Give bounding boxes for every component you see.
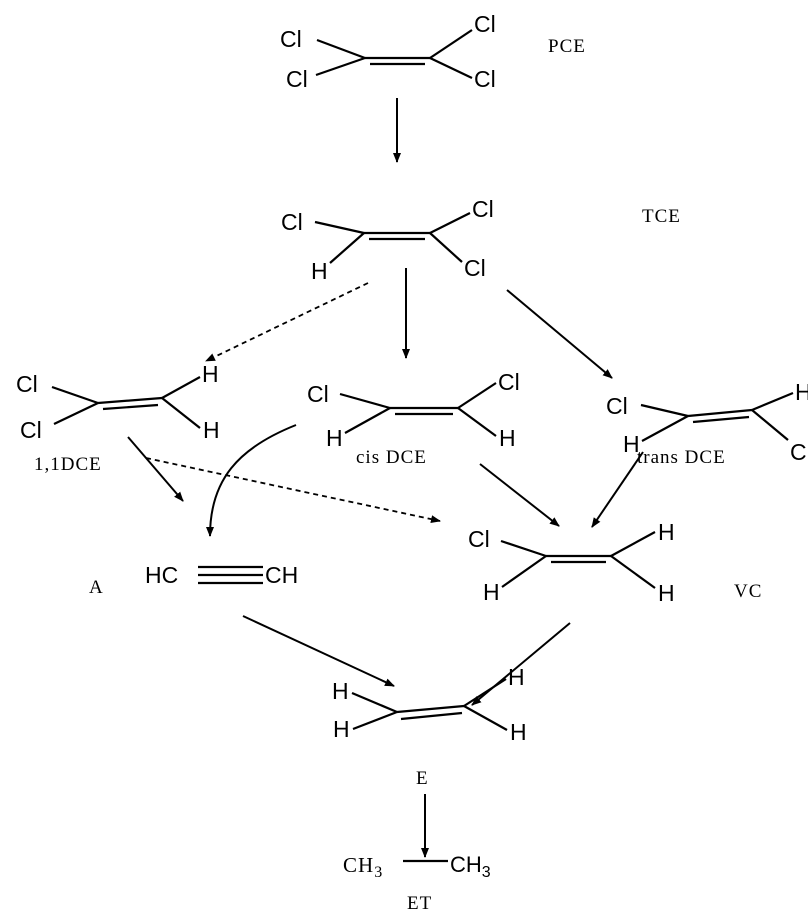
vc-label: VC [734, 581, 762, 602]
cis-dce-atom-cl-left: Cl [307, 381, 329, 407]
ethane-label: ET [407, 893, 432, 913]
ethene-double-bond [400, 711, 463, 721]
acetylene-molecule: HC CH A [89, 562, 298, 598]
vc-atom-h-bottom-right: H [658, 580, 675, 606]
dce11-atom-h-bottom: H [203, 417, 220, 443]
pce-bond [429, 29, 473, 59]
ethene-atom-h-top-left: H [332, 678, 349, 704]
cis-dce-label: cis DCE [356, 447, 427, 468]
trans-dce-molecule: Cl H H C trans DCE [606, 379, 808, 468]
ethene-bond [463, 678, 507, 707]
tce-molecule: Cl H Cl Cl TCE [281, 196, 681, 284]
dce11-double-bond [97, 396, 163, 405]
trans-dce-double-bond [692, 415, 750, 424]
dce11-atom-cl-bottom: Cl [20, 417, 42, 443]
cis-dce-molecule: Cl H Cl H cis DCE [307, 369, 520, 468]
ethane-left-subscript: 3 [374, 864, 383, 881]
tce-atom-h-left: H [311, 258, 328, 284]
vc-bond [610, 555, 656, 589]
vc-atom-cl: Cl [468, 526, 490, 552]
cis-dce-atom-h-right: H [499, 425, 516, 451]
cis-dce-atom-cl-right: Cl [498, 369, 520, 395]
pce-molecule: Cl Cl Cl Cl PCE [280, 11, 586, 92]
arrow-acetylene-to-ethene [242, 615, 395, 687]
cis-dce-atom-h-left: H [326, 425, 343, 451]
dce11-bond [51, 385, 99, 405]
arrow-tce-to-trans-dce [506, 289, 613, 379]
vc-molecule: Cl H H H VC [468, 519, 762, 606]
ethene-bond [351, 691, 398, 714]
ethene-atom-h-bottom-right: H [510, 719, 527, 745]
ethene-bond [463, 705, 508, 731]
trans-dce-bond [751, 391, 794, 412]
dce11-label: 1,1DCE [34, 454, 102, 475]
vc-atom-h-top-right: H [658, 519, 675, 545]
acetylene-label: A [89, 577, 104, 598]
dce11-molecule: Cl Cl H H 1,1DCE [16, 361, 220, 475]
ethane-left-ch: CH [343, 853, 374, 877]
dce11-atom-h-top: H [202, 361, 219, 387]
pce-bond [315, 56, 366, 77]
trans-dce-label: trans DCE [637, 447, 726, 468]
ethane-left-group: CH3 [343, 853, 383, 881]
cis-dce-bond [457, 407, 497, 437]
pce-bond [429, 57, 473, 79]
trans-dce-bond [751, 409, 789, 441]
pce-atom-cl-top-right: Cl [474, 11, 496, 37]
cis-dce-bond [344, 407, 391, 434]
ethene-label: E [416, 768, 429, 789]
pce-atom-cl-bottom-left: Cl [286, 66, 308, 92]
tce-bond [429, 212, 471, 234]
ethane-right-subscript: 3 [482, 864, 491, 881]
tce-atom-cl-left: Cl [281, 209, 303, 235]
vc-atom-h-left: H [483, 579, 500, 605]
tce-atom-cl-top-right: Cl [472, 196, 494, 222]
arrow-11dce-to-acetylene [127, 436, 184, 502]
dce11-bond [53, 402, 99, 425]
acetylene-formula-left: HC [145, 562, 178, 588]
dce11-atom-cl-top: Cl [16, 371, 38, 397]
cis-dce-bond [339, 392, 391, 410]
pce-bond [316, 38, 366, 60]
pce-atom-cl-top-left: Cl [280, 26, 302, 52]
trans-dce-double-bond [687, 408, 753, 418]
acetylene-formula-right: CH [265, 562, 298, 588]
ethene-double-bond [396, 704, 465, 714]
vc-bond [610, 531, 656, 557]
tce-bond [314, 220, 365, 235]
dashed-arrow-tce-to-11dce [205, 282, 369, 362]
curved-arrow-cis-dce-to-acetylene [206, 424, 297, 537]
vc-bond [501, 555, 547, 588]
ethane-right-group: CH3 [450, 852, 491, 881]
ethene-atom-h-top-right: H [508, 664, 525, 690]
tce-bond [429, 232, 463, 263]
trans-dce-atom-cl-left: Cl [606, 393, 628, 419]
tce-bond [329, 232, 365, 264]
dce11-bond [161, 376, 201, 399]
trans-dce-atom-h-left: H [623, 431, 640, 457]
arrow-cis-dce-to-vc [479, 463, 560, 527]
ethene-molecule: H H H H E [332, 664, 527, 789]
pce-label: PCE [548, 36, 586, 57]
cis-dce-bond [457, 382, 497, 409]
trans-dce-atom-h-right: H [795, 379, 808, 405]
ethane-molecule: CH3 CH3 ET [343, 852, 491, 913]
dce11-bond [161, 397, 201, 429]
tce-label: TCE [642, 206, 681, 227]
dce11-double-bond [102, 403, 159, 411]
trans-dce-atom-c-right: C [790, 439, 807, 465]
ethene-bond [352, 710, 398, 731]
arrow-trans-dce-to-vc [591, 451, 644, 528]
ethane-right-ch: CH [450, 852, 482, 877]
trans-dce-bond [641, 415, 689, 442]
pce-atom-cl-bottom-right: Cl [474, 66, 496, 92]
tce-atom-cl-bottom-right: Cl [464, 255, 486, 281]
ethene-atom-h-bottom-left: H [333, 716, 350, 742]
vc-bond [500, 539, 547, 558]
trans-dce-bond [640, 403, 689, 418]
